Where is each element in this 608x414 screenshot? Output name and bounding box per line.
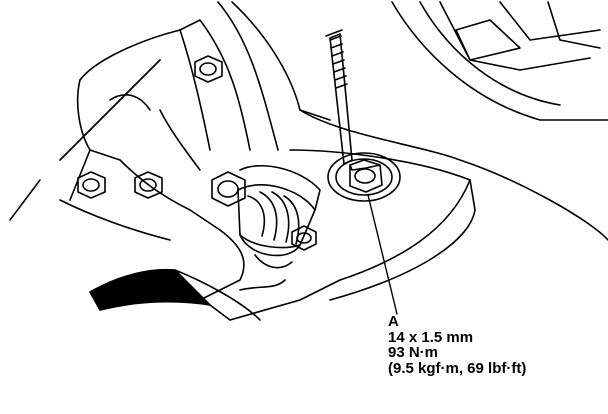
housing-bolt-2 <box>77 171 106 199</box>
lower-crossmember <box>89 268 341 321</box>
callout-label: A <box>388 313 399 330</box>
mount-bolt-a <box>327 152 401 202</box>
torque-spec-nm: 93 N·m <box>388 344 439 361</box>
callout-leader-line <box>367 194 398 315</box>
housing-bolt-3 <box>134 171 163 199</box>
threaded-stud <box>325 29 353 165</box>
bolt-size-spec: 14 x 1.5 mm <box>388 328 474 346</box>
frame-rail-outline <box>9 1 608 301</box>
torque-spec-alt: (9.5 kgf·m, 69 lbf·ft) <box>388 359 527 377</box>
callout-text: A 14 x 1.5 mm 93 N·m (9.5 kgf·m, 69 lbf·… <box>388 314 526 376</box>
housing-bolt-1 <box>194 55 223 83</box>
mount-bushing <box>237 164 321 269</box>
housing-bolt-4 <box>211 171 246 207</box>
